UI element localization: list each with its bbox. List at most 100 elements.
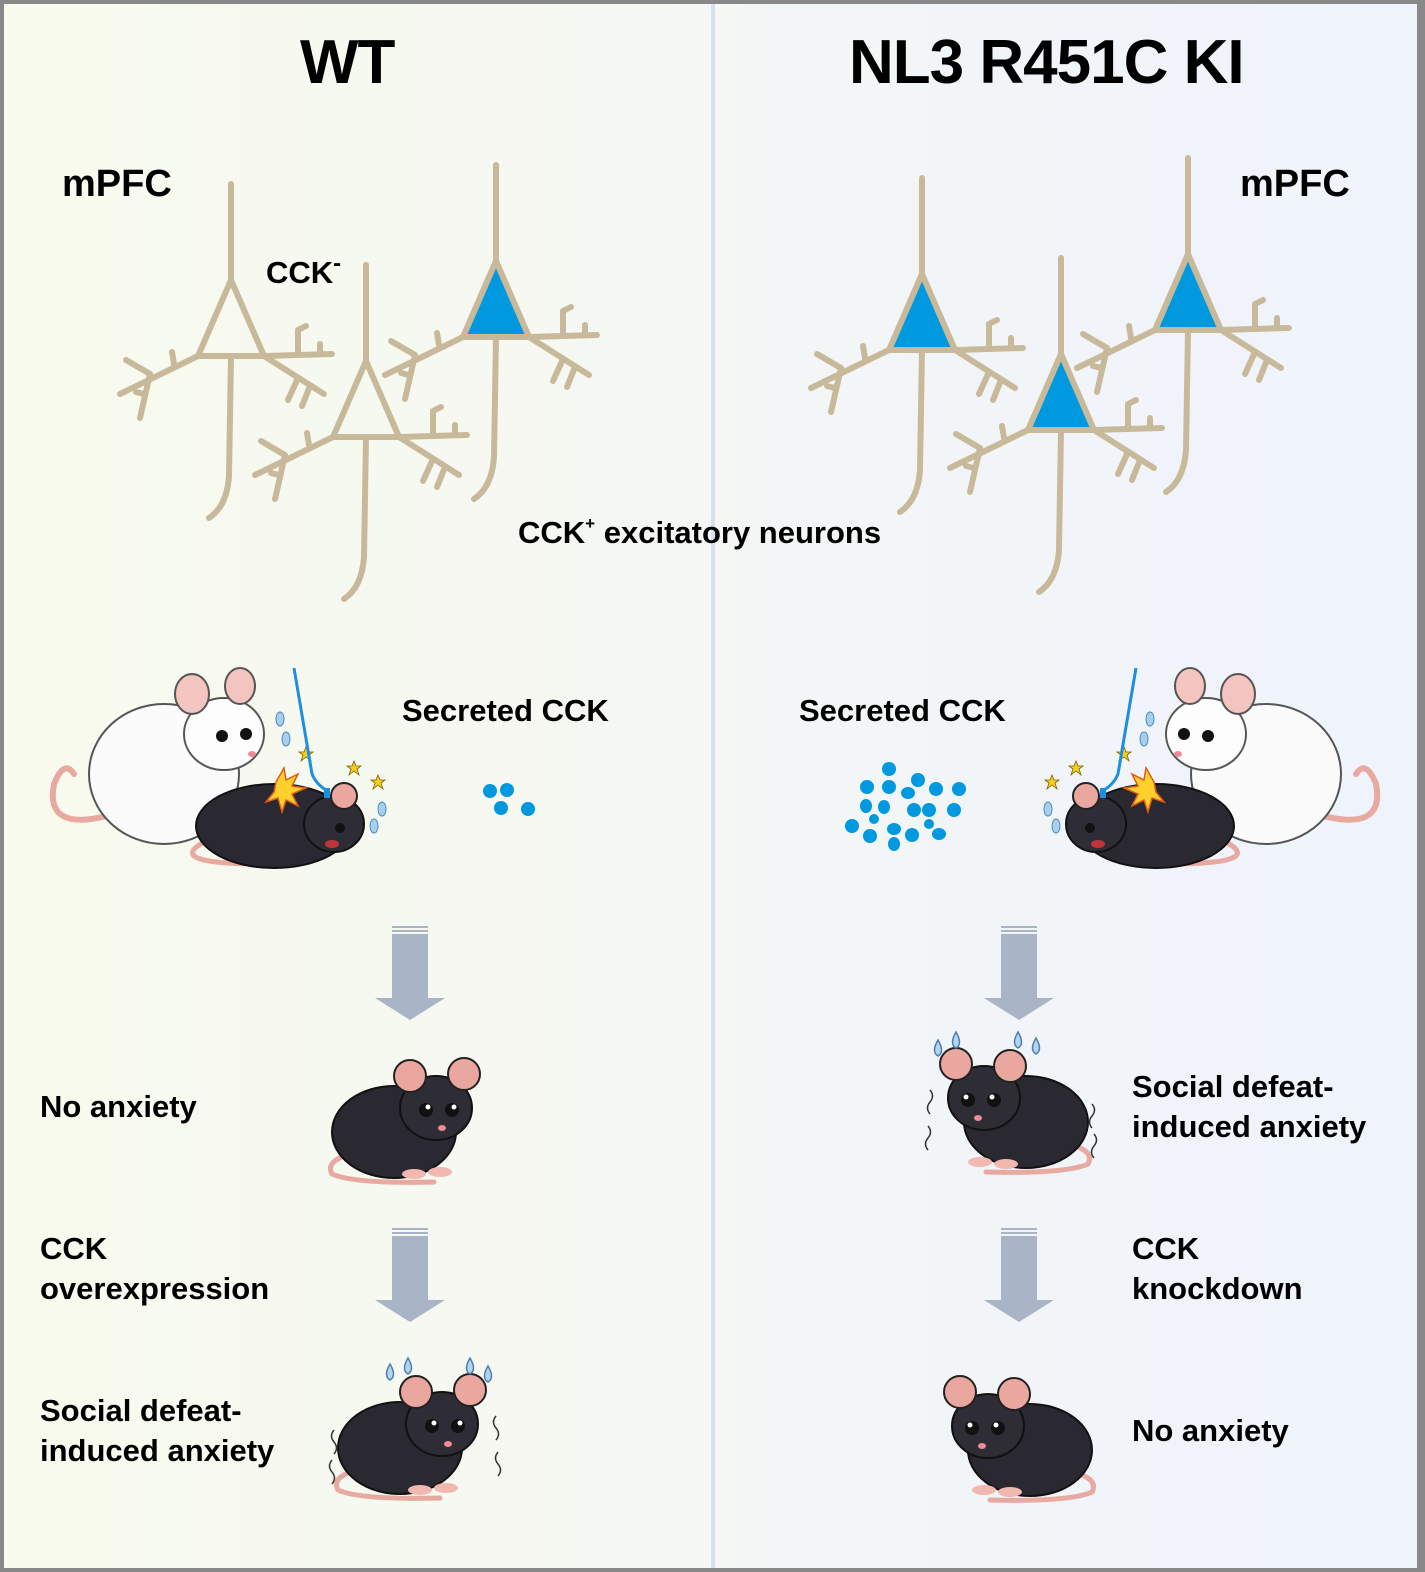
mouse-ear: [997, 1377, 1031, 1411]
mouse-tail: [983, 1139, 1092, 1175]
tremble-line-icon: [1088, 1103, 1096, 1129]
mouse-paw: [402, 1169, 426, 1179]
mouse-head: [399, 1075, 473, 1141]
ki-manipulation-line1: CCK: [1132, 1231, 1200, 1266]
cck-positive-text: CCK: [518, 515, 586, 550]
cck-particle: [845, 819, 859, 833]
graphical-abstract: WT mPFC CCK- Secreted CCK No anxiety CCK…: [4, 4, 1417, 1568]
tremble-line-icon: [330, 1429, 338, 1455]
sweat-drop-icon: [1031, 1036, 1041, 1055]
cck-positive-superscript: +: [585, 514, 596, 533]
cck-negative-superscript: -: [333, 250, 342, 277]
sweat-drop-icon: [281, 731, 291, 747]
sweat-drop-icon: [1145, 711, 1155, 727]
cck-particle: [494, 801, 508, 815]
dizzy-star-icon: [369, 773, 387, 791]
mouse-ear: [1174, 667, 1206, 705]
mouse-tail: [49, 765, 117, 823]
mouse-head: [947, 1065, 1021, 1131]
mouse-tail: [328, 1149, 437, 1185]
cck-particle: [882, 780, 896, 794]
mouse-nose: [978, 1443, 986, 1449]
tremble-line-icon: [924, 1125, 932, 1151]
sweat-drop-icon: [1139, 731, 1149, 747]
mouse-head: [405, 1391, 479, 1457]
tremble-line-icon: [494, 1451, 502, 1477]
cck-particle: [878, 800, 890, 814]
mouse-paw: [434, 1483, 458, 1493]
ki-step1-outcome-line1: Social defeat-: [1132, 1069, 1334, 1104]
cck-particle: [932, 828, 946, 840]
cck-particle: [882, 762, 896, 776]
panel-divider: [711, 4, 715, 1568]
mouse-eye: [240, 728, 252, 740]
sweat-drop-icon: [1013, 1030, 1023, 1049]
mouse-ear: [174, 673, 210, 715]
mouse-eye: [419, 1103, 433, 1117]
arrow-shape: [984, 1236, 1054, 1322]
mouse-eye: [1202, 730, 1214, 742]
sweat-drop-icon: [403, 1356, 413, 1375]
cck-positive-soma: [1152, 251, 1224, 333]
mouse-eye: [961, 1093, 975, 1107]
wt-neuron-group: [117, 162, 600, 602]
cck-negative-neuron: [117, 181, 335, 521]
mouse-nose: [438, 1125, 446, 1131]
wt-cck-particles: [483, 783, 535, 816]
mouse-paw: [408, 1485, 432, 1495]
cck-particle: [947, 803, 961, 817]
cck-particle: [911, 773, 925, 787]
down-arrow-icon: [375, 1228, 445, 1322]
sweat-drop-icon: [1051, 818, 1061, 834]
optic-fiber-icon: [292, 667, 327, 792]
cck-particle: [922, 803, 936, 817]
ki-region-label: mPFC: [1240, 163, 1350, 205]
mouse-ear: [453, 1373, 487, 1407]
social-defeat-scene-icon: [1043, 667, 1381, 869]
cck-particle: [860, 799, 872, 813]
mouse-paw: [998, 1487, 1022, 1497]
sweat-drop-icon: [933, 1038, 943, 1057]
ki-title: NL3 R451C KI: [849, 28, 1245, 97]
impact-burst-icon: [263, 765, 309, 815]
sweat-drop-icon: [951, 1030, 961, 1049]
tremble-line-icon: [492, 1415, 500, 1441]
sweat-drop-icon: [483, 1364, 493, 1383]
cck-particle: [905, 828, 919, 842]
cck-particle: [901, 787, 915, 799]
cck-particle: [952, 782, 966, 796]
mouse-ear: [939, 1047, 973, 1081]
tremble-line-icon: [926, 1089, 934, 1115]
tremble-line-icon: [1090, 1133, 1098, 1159]
cck-positive-neuron: [808, 175, 1026, 515]
ki-manipulation-line2: knockdown: [1132, 1271, 1303, 1306]
mouse-ear: [393, 1059, 427, 1093]
mouse-paw: [972, 1485, 996, 1495]
arrow-shape: [375, 1236, 445, 1322]
down-arrow-icon: [375, 926, 445, 1020]
sweat-drop-icon: [1043, 801, 1053, 817]
wt-region-label: mPFC: [62, 163, 172, 205]
down-arrow-icon: [984, 1228, 1054, 1322]
wt-manipulation-line1: CCK: [40, 1231, 108, 1266]
cck-positive-label: CCK+ excitatory neurons: [518, 514, 881, 551]
cck-positive-soma: [460, 258, 532, 340]
wt-step2-outcome-line1: Social defeat-: [40, 1393, 242, 1428]
cck-positive-suffix: excitatory neurons: [603, 515, 882, 550]
anxious-mouse-icon: [328, 1356, 502, 1501]
mouse-nose: [248, 751, 256, 757]
cck-particle: [929, 782, 943, 796]
cck-particle: [863, 829, 877, 843]
mouse-nose: [1174, 751, 1182, 757]
cck-particle: [907, 803, 921, 817]
mouse-ear: [447, 1057, 481, 1091]
ki-step1-outcome-line2: induced anxiety: [1132, 1109, 1367, 1144]
anxious-mouse-icon: [924, 1030, 1098, 1175]
mouse-ear: [943, 1375, 977, 1409]
cck-negative-label: CCK-: [266, 250, 341, 291]
sweat-drop-icon: [385, 1362, 395, 1381]
sweat-drop-icon: [377, 801, 387, 817]
down-arrow-icon: [984, 926, 1054, 1020]
mouse-head: [951, 1393, 1025, 1459]
mouse-ear: [1220, 673, 1256, 715]
